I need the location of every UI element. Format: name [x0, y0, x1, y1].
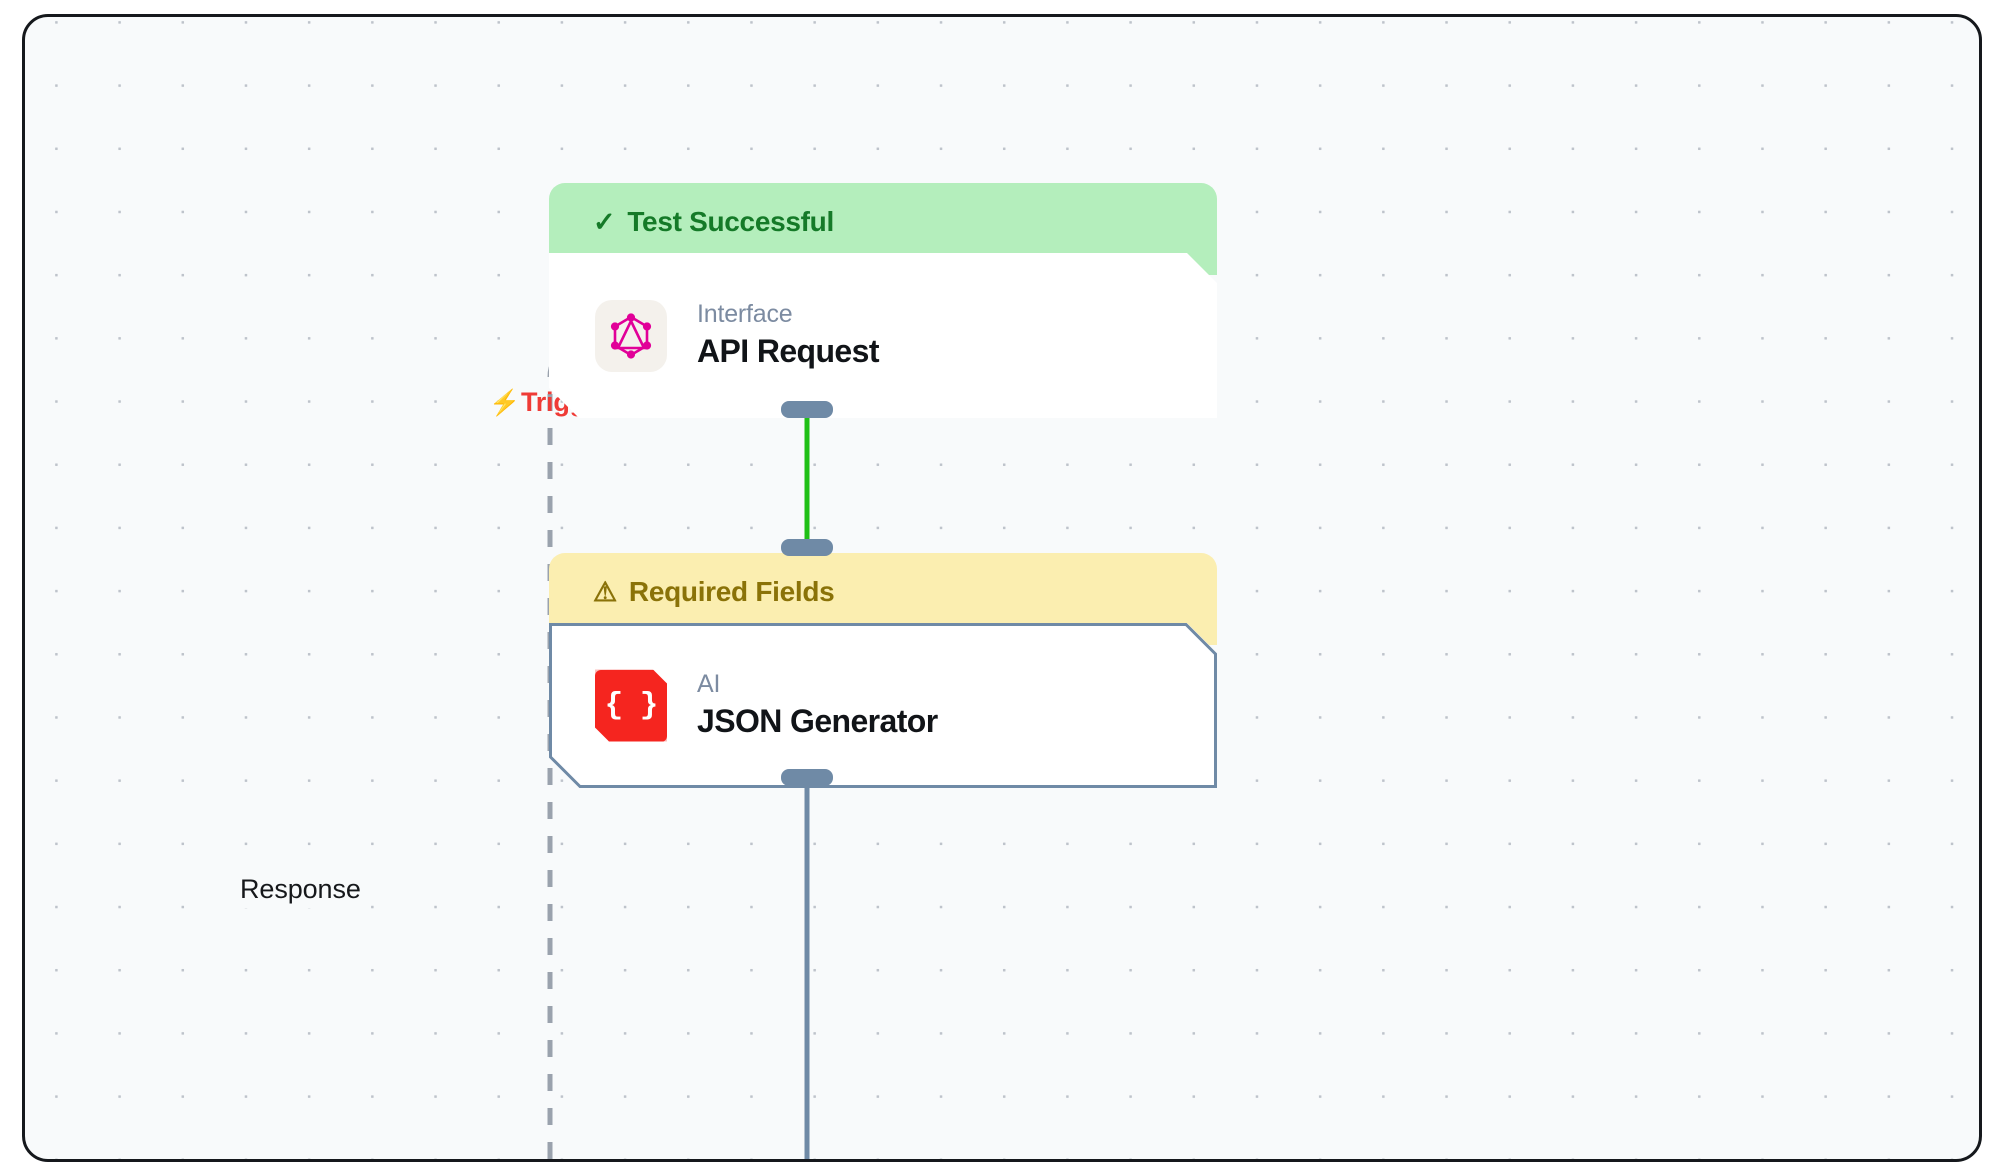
edge-label-response: Response [231, 871, 370, 908]
node-handle-json-generator-input[interactable] [781, 539, 833, 556]
node-title-label: API Request [697, 332, 879, 369]
json-braces-icon: { } [595, 670, 667, 742]
graphql-icon [595, 300, 667, 372]
status-banner-text: Required Fields [628, 576, 835, 607]
json-braces-glyph: { } [604, 688, 658, 723]
node-text-api-request: Interface API Request [697, 301, 879, 369]
node-json-generator[interactable]: ⚠ Required Fields { } AI JSON Generator [549, 553, 1217, 788]
node-kind-label: AI [697, 670, 721, 699]
node-card-json-generator[interactable]: { } AI JSON Generator [549, 623, 1217, 788]
node-handle-json-generator-output[interactable] [781, 769, 833, 786]
lightning-bolt-icon: ⚡ [489, 389, 520, 417]
node-api-request[interactable]: ✓ Test Successful [549, 183, 1217, 418]
node-kind-label: Interface [697, 300, 793, 329]
flow-canvas[interactable]: ⚡ Trigger Response ✓ Test Successful [22, 14, 1982, 1162]
status-banner-text: Test Successful [627, 206, 834, 237]
node-card-api-request[interactable]: Interface API Request [549, 253, 1217, 418]
warning-triangle-icon: ⚠ [593, 576, 617, 607]
node-handle-api-request-output[interactable] [781, 401, 833, 418]
node-title-label: JSON Generator [697, 702, 938, 739]
node-text-json-generator: AI JSON Generator [697, 671, 938, 739]
check-icon: ✓ [593, 206, 616, 237]
